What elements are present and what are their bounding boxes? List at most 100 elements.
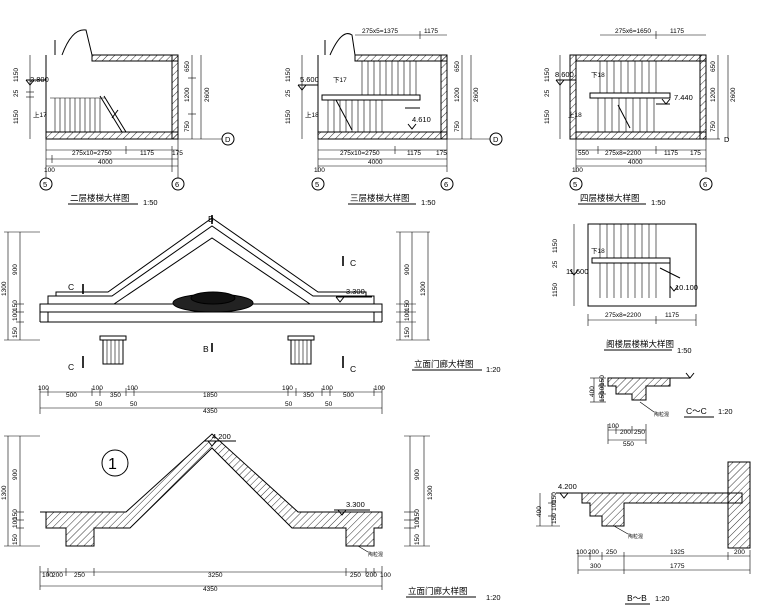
- porch-elev-dim-5: 1850: [203, 392, 218, 399]
- porch-elev-left150: 150: [12, 300, 19, 311]
- porch-elev-right100: 100: [404, 310, 411, 321]
- porch-sect-left150b: 150: [12, 534, 19, 545]
- floor3-r750: 750: [454, 121, 461, 132]
- cc-h400: 400: [589, 386, 596, 397]
- bb-section: [536, 461, 751, 574]
- floor3-stair-plan: [297, 31, 503, 191]
- porch-elev-b-bottom: B: [203, 344, 209, 354]
- floor4-top: 275x6=1650: [615, 28, 651, 35]
- porch-elev-c-right-bottom: C: [350, 364, 356, 374]
- porch-elev-title: 立面门廊大样图: [414, 359, 474, 369]
- bb-dim-2: 250: [606, 549, 617, 556]
- floor2-v25: 25: [13, 89, 20, 97]
- bb-elev: 4.200: [558, 482, 577, 491]
- bb-h150: 150: [551, 492, 558, 503]
- bb-note: 陶粒混: [628, 533, 643, 540]
- bb-h100: 100: [551, 500, 558, 511]
- porch-sect-dim-2: 250: [74, 572, 85, 579]
- cc-h150: 150: [599, 375, 606, 386]
- floor3-v25: 25: [285, 89, 292, 97]
- floor4-elev: 8.600: [555, 70, 574, 79]
- floor2-scale: 1:50: [143, 198, 158, 207]
- porch-elev-c-right-top: C: [350, 258, 356, 268]
- porch-elev-dim-8: 100: [322, 385, 333, 392]
- floor4-v1150b: 1150: [544, 110, 551, 124]
- porch-elev-dim-0: 100: [38, 385, 49, 392]
- floor4-d175: 175: [690, 150, 701, 157]
- floor3-down: 下17: [333, 76, 347, 84]
- floor2-step-label: 上17: [33, 110, 47, 119]
- cc-dim-1: 200: [620, 429, 631, 436]
- porch-sect-left1300: 1300: [1, 485, 8, 500]
- porch-elev-sub50b: 50: [130, 401, 138, 408]
- porch-sect-dim-6: 100: [380, 572, 391, 579]
- porch-elev-sub50d: 50: [325, 401, 333, 408]
- floor3-land: 1175: [407, 150, 421, 157]
- porch-elev-left100: 100: [12, 310, 19, 321]
- floor3-d175: 175: [436, 150, 447, 157]
- cc-section: [590, 372, 695, 444]
- bb-dim-4: 200: [734, 549, 745, 556]
- floor4-run: 275x8=2200: [605, 150, 641, 157]
- floor3-scale: 1:50: [421, 198, 436, 207]
- bb-dim-3: 1325: [670, 549, 685, 556]
- porch-elev-dim-1: 500: [66, 392, 77, 399]
- porch-elev-dim-6: 100: [282, 385, 293, 392]
- porch-sect-scale: 1:20: [486, 593, 501, 602]
- porch-elev-dim-7: 350: [303, 392, 314, 399]
- porch-elev-total: 4350: [203, 408, 218, 415]
- porch-sect-dim-4: 250: [350, 572, 361, 579]
- attic-down: 下18: [591, 247, 605, 255]
- porch-elev-left150b: 150: [12, 327, 19, 338]
- floor2-r650: 650: [184, 61, 191, 72]
- floor3-elev2: 4.610: [412, 115, 431, 124]
- floor3-up: 上18: [305, 110, 319, 119]
- floor3-top: 275x5=1375: [362, 28, 398, 35]
- porch-elev-c-left-bottom: C: [68, 362, 74, 372]
- porch-sect-dim-1: 200: [52, 572, 63, 579]
- floor3-elev: 5.600: [300, 75, 319, 84]
- porch-elev-dim-2: 100: [92, 385, 103, 392]
- floor2-land: 1175: [140, 150, 154, 157]
- porch-sect-left100: 100: [12, 517, 19, 528]
- attic-stair-plan: [569, 223, 697, 326]
- floor2-r1200: 1200: [184, 87, 191, 102]
- floor3-title: 三层楼梯大样图: [350, 193, 410, 203]
- floor3-d100: 100: [314, 167, 325, 174]
- floor4-v1150a: 1150: [544, 68, 551, 82]
- attic-run: 275x8=2200: [605, 312, 641, 319]
- floor2-axis-6: 6: [175, 180, 179, 189]
- floor3-axis-5: 5: [315, 180, 319, 189]
- floor2-axis-d: D: [225, 135, 231, 144]
- bb-dim-1: 200: [588, 549, 599, 556]
- attic-elev: 11.600: [566, 267, 588, 276]
- porch-sect-dim-3: 3250: [208, 572, 223, 579]
- bb-h400: 400: [536, 506, 543, 517]
- porch-sect-title: 立面门廊大样图: [408, 586, 468, 596]
- floor2-run: 275x10=2750: [72, 150, 112, 157]
- floor4-r650: 650: [710, 61, 717, 72]
- floor2-d175: 175: [172, 150, 183, 157]
- attic-title: 阁楼层楼梯大样图: [606, 339, 674, 349]
- floor3-r1200: 1200: [454, 87, 461, 102]
- porch-sect-right900: 900: [414, 469, 421, 480]
- porch-elev-b-top: B: [208, 214, 214, 224]
- porch-elev-level: 3.300: [346, 287, 365, 296]
- porch-sect-total: 4350: [203, 586, 218, 593]
- floor4-d550: 550: [578, 150, 589, 157]
- floor3-r650: 650: [454, 61, 461, 72]
- porch-elev-right1300: 1300: [420, 281, 427, 296]
- floor3-total: 4000: [368, 159, 383, 166]
- porch-elev-dim-3: 350: [110, 392, 121, 399]
- floor2-total: 4000: [98, 159, 113, 166]
- porch-elev-sub50c: 50: [285, 401, 293, 408]
- attic-v25: 25: [552, 260, 559, 268]
- cc-h100: 100: [599, 383, 606, 394]
- porch-elev-dim-10: 100: [374, 385, 385, 392]
- porch-sect-left150: 150: [12, 509, 19, 520]
- floor4-scale: 1:50: [651, 198, 666, 207]
- floor4-r2600: 2600: [730, 87, 737, 102]
- porch-elev-right150b: 150: [404, 327, 411, 338]
- floor4-total: 4000: [628, 159, 643, 166]
